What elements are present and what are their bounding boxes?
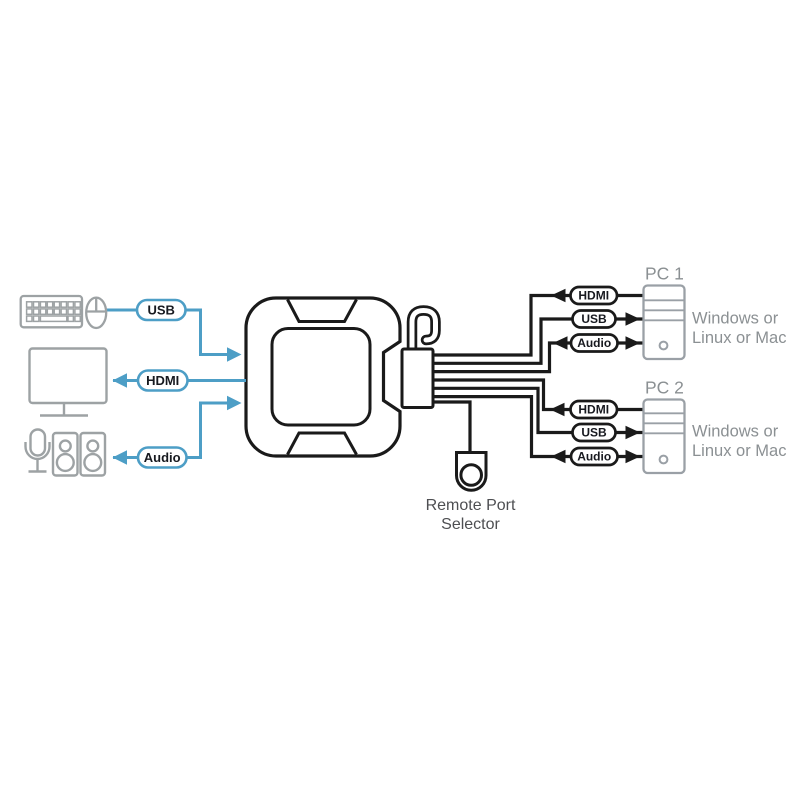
kvm-bottom-ridge xyxy=(286,431,358,456)
pc1-tower-icon xyxy=(642,284,686,361)
pc2-usb-pill-label: USB xyxy=(581,426,607,440)
monitor-icon xyxy=(28,347,108,417)
console-arrowheads xyxy=(112,347,242,465)
pc1-os-line1: Windows or xyxy=(692,310,779,328)
pc2-usb-pill xyxy=(571,422,617,443)
console-usb-pill xyxy=(135,298,187,322)
console-audio-pill-label: Audio xyxy=(144,450,181,465)
pc2-hdmi-pill xyxy=(569,399,619,420)
hook-cable-icon xyxy=(406,305,441,357)
arrow-right-pc2-audio xyxy=(625,449,640,464)
console-audio-pill xyxy=(136,446,188,469)
arrow-right-pc1-audio xyxy=(625,336,640,350)
kvm-top-ridge xyxy=(286,298,358,323)
pc1-audio-pill-label: Audio xyxy=(577,336,611,350)
remote-selector-label-line1: Remote Port xyxy=(426,497,516,514)
arrow-right-pc2-usb xyxy=(625,425,640,440)
cable-remote-selector xyxy=(431,400,472,453)
cable-pc2-usb xyxy=(431,386,574,435)
pc-port-pills: HDMI USB Audio HDMI USB Audio xyxy=(569,285,619,467)
arrow-left-pc1-audio xyxy=(553,336,568,350)
cable-arrowheads xyxy=(550,288,640,464)
remote-selector-label-line2: Selector xyxy=(441,516,500,533)
cable-connector-block xyxy=(400,347,435,409)
pc2-tower-icon xyxy=(642,398,686,475)
pc2-os-line1: Windows or xyxy=(692,423,779,441)
arrow-left-hdmi-to-monitor xyxy=(112,373,127,388)
pc1-usb-pill-label: USB xyxy=(581,312,607,326)
pc2-audio-pill-label: Audio xyxy=(577,450,611,464)
cable-console-usb-to-switch xyxy=(185,308,228,356)
arrow-left-pc1-hdmi xyxy=(551,288,566,303)
arrow-right-pc1-usb xyxy=(625,312,640,326)
kvm-top-face xyxy=(270,327,372,427)
pc2-os-line2: Linux or Mac xyxy=(692,442,786,460)
console-usb-pill-label: USB xyxy=(147,303,174,318)
arrow-left-pc2-hdmi xyxy=(550,402,565,417)
cable-console-audio-to-switch xyxy=(186,401,228,459)
keyboard-icon xyxy=(19,294,84,329)
pc2-audio-pill xyxy=(569,446,619,467)
cable-pc2-hdmi xyxy=(431,378,572,412)
cable-pc1-usb xyxy=(431,317,574,365)
speaker-icon xyxy=(79,431,107,477)
kvm-switch-icon xyxy=(244,296,402,458)
pc1-name-label: PC 1 xyxy=(645,264,684,284)
pc1-hdmi-pill-label: HDMI xyxy=(578,289,609,303)
cable-pc1-audio xyxy=(431,341,573,374)
arrow-left-audio-to-speakers xyxy=(112,450,127,465)
microphone-icon xyxy=(24,428,51,473)
arrow-right-audio-to-switch xyxy=(227,395,242,411)
cable-pc2-audio xyxy=(431,395,573,459)
pc1-audio-pill xyxy=(569,333,619,353)
arrow-right-usb-to-switch xyxy=(227,347,242,362)
pc1-hdmi-pill xyxy=(569,285,619,306)
console-hdmi-pill-label: HDMI xyxy=(146,373,179,388)
arrow-left-pc2-audio xyxy=(551,449,566,464)
pc1-usb-pill xyxy=(571,309,617,329)
console-hdmi-pill xyxy=(136,369,189,392)
pc2-name-label: PC 2 xyxy=(645,378,684,398)
speaker-icon xyxy=(51,431,79,477)
pc1-os-line2: Linux or Mac xyxy=(692,329,786,347)
pc2-hdmi-pill-label: HDMI xyxy=(578,403,609,417)
mouse-icon xyxy=(85,296,108,330)
remote-port-selector-icon xyxy=(455,451,488,492)
console-port-pills: USB HDMI Audio xyxy=(135,298,189,469)
